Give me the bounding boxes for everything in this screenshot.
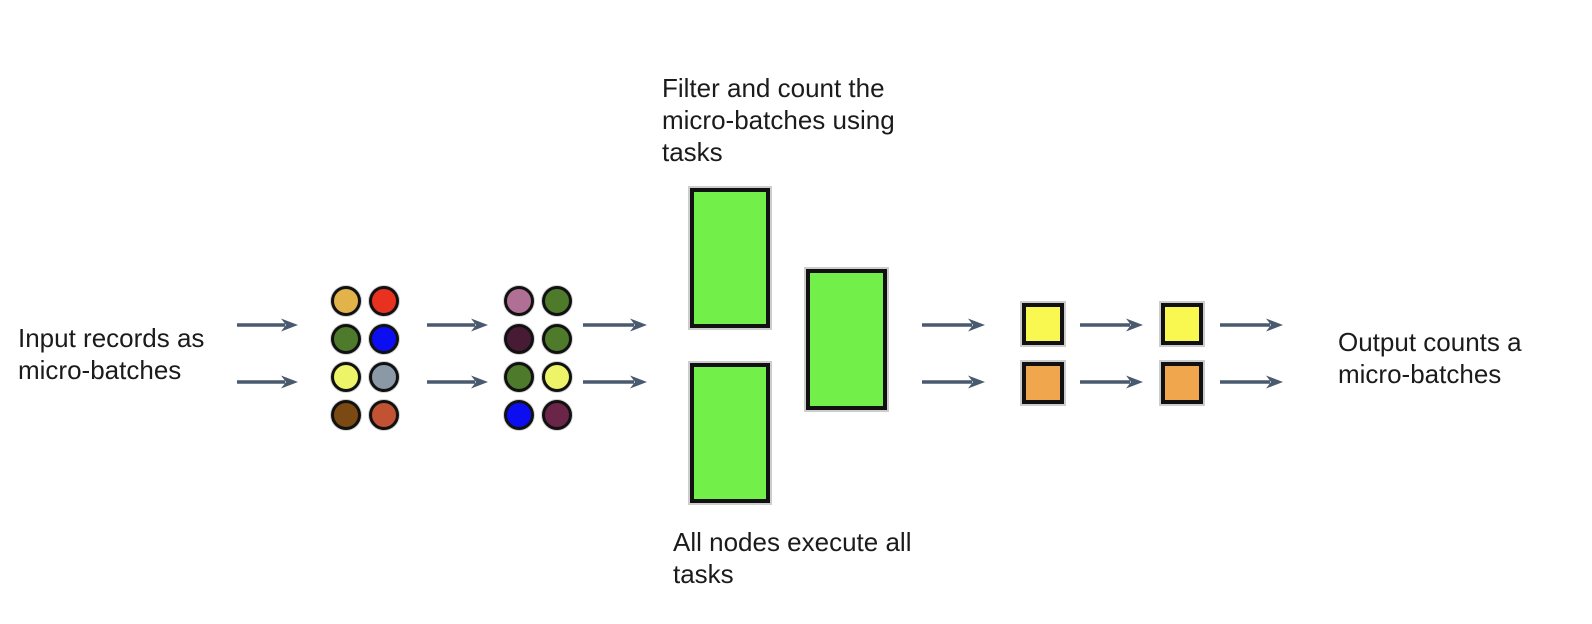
count-box-yellow-1 — [1022, 303, 1064, 345]
record-dot — [504, 286, 534, 316]
flow-arrow — [583, 318, 647, 332]
task-rect-bottom — [690, 363, 770, 503]
count-box-orange-2 — [1161, 362, 1203, 404]
flow-arrow — [922, 318, 985, 332]
flow-arrow — [1220, 318, 1283, 332]
record-dot — [542, 324, 572, 354]
all-nodes-label-line1: All nodes execute all — [673, 527, 912, 557]
task-rect-middle — [806, 269, 887, 410]
record-dot — [542, 362, 572, 392]
record-dot — [369, 400, 399, 430]
flow-arrow — [1220, 375, 1283, 389]
all-nodes-label: All nodes execute all tasks — [673, 526, 911, 590]
input-records-label-line1: Input records as — [18, 323, 205, 353]
flow-arrow — [1080, 375, 1143, 389]
count-box-yellow-2 — [1161, 303, 1203, 345]
record-dot — [331, 400, 361, 430]
filter-count-label-line1: Filter and count the — [662, 73, 885, 103]
output-counts-label: Output counts a micro-batches — [1338, 326, 1522, 390]
record-dot — [331, 362, 361, 392]
record-dot — [542, 400, 572, 430]
record-dot — [331, 324, 361, 354]
filter-count-label: Filter and count the micro-batches using… — [662, 72, 895, 168]
record-dot — [369, 324, 399, 354]
all-nodes-label-line2: tasks — [673, 559, 734, 589]
task-rect-top — [690, 188, 770, 328]
record-dot — [331, 286, 361, 316]
filter-count-label-line2: micro-batches using — [662, 105, 895, 135]
flow-arrow — [922, 375, 985, 389]
record-dot — [504, 362, 534, 392]
flow-arrow — [237, 318, 298, 332]
output-counts-label-line2: micro-batches — [1338, 359, 1502, 389]
filter-count-label-line3: tasks — [662, 137, 723, 167]
record-dot — [369, 362, 399, 392]
micro-batch-grid-2 — [504, 286, 572, 430]
record-dot — [504, 324, 534, 354]
flow-arrow — [1080, 318, 1143, 332]
micro-batch-grid-1 — [331, 286, 399, 430]
record-dot — [504, 400, 534, 430]
flow-arrow — [583, 375, 647, 389]
count-box-orange-1 — [1022, 362, 1064, 404]
input-records-label: Input records as micro-batches — [18, 322, 204, 386]
flow-arrow — [427, 375, 488, 389]
output-counts-label-line1: Output counts a — [1338, 327, 1522, 357]
input-records-label-line2: micro-batches — [18, 355, 182, 385]
flow-arrow — [427, 318, 488, 332]
flow-arrow — [237, 375, 298, 389]
record-dot — [542, 286, 572, 316]
record-dot — [369, 286, 399, 316]
